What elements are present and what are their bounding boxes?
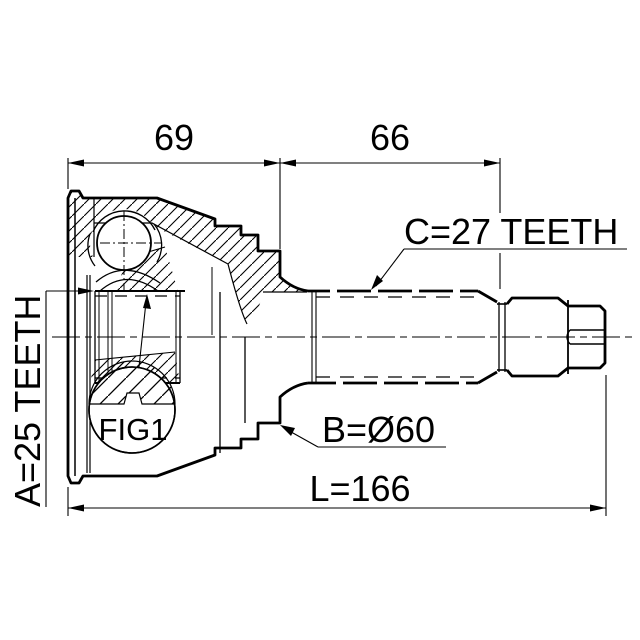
- label-inner-teeth: A=25 TEETH: [7, 295, 48, 507]
- race-arc-2: [99, 278, 159, 292]
- fig1-detail-balloon: FIG1: [88, 294, 176, 454]
- cavity-inner-edge: [94, 222, 248, 325]
- bearing-ball: [96, 211, 162, 290]
- arrow-66-left-icon: [280, 159, 296, 167]
- dimension-lines: [45, 158, 627, 516]
- left-rim-section: [68, 192, 94, 257]
- spline-end-chamfer-top: [477, 289, 498, 304]
- dim-text-69: 69: [154, 117, 194, 158]
- back-wall-section: [150, 199, 307, 324]
- arrow-a-label-icon: [78, 287, 94, 295]
- arrow-66-right-icon: [484, 159, 500, 167]
- arrow-b-label-icon: [280, 425, 295, 436]
- arrow-length-left-icon: [68, 504, 84, 512]
- arrow-69-left-icon: [68, 159, 84, 167]
- label-diameter-b: B=Ø60: [322, 409, 435, 450]
- dimension-arrows: [68, 159, 606, 512]
- arrow-69-right-icon: [264, 159, 280, 167]
- fig1-label: FIG1: [99, 412, 168, 447]
- fig1-leader-arrow-icon: [143, 294, 151, 309]
- arrow-c-label-icon: [371, 275, 383, 290]
- label-total-length: L=166: [309, 468, 410, 509]
- ball-track-arc: [92, 210, 156, 233]
- fig1-circle-outline: [88, 366, 176, 454]
- arrow-length-right-icon: [590, 504, 606, 512]
- spline-end-chamfer-bottom: [477, 370, 498, 385]
- fig1-leader-line: [138, 301, 147, 368]
- stub-shaft: [308, 289, 607, 385]
- cage-arc-left: [87, 233, 96, 267]
- dimension-texts: 69 66 C=27 TEETH A=25 TEETH B=Ø60 L=166: [7, 117, 618, 509]
- label-outer-teeth: C=27 TEETH: [404, 211, 618, 252]
- dim-text-66: 66: [370, 117, 410, 158]
